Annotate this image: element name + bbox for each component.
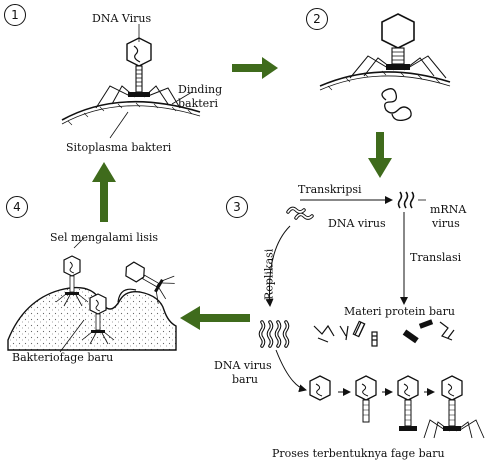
assembly-arrow [275, 349, 307, 393]
arrow-1-to-2 [232, 57, 278, 79]
lysed-cell [7, 286, 177, 351]
bacterial-wall-1 [61, 100, 201, 121]
escaping-phage-2 [81, 293, 115, 345]
assembly-stage-2 [355, 375, 377, 423]
label-dna-virus: DNA Virus [92, 12, 152, 25]
arrow-2-to-3 [368, 132, 392, 178]
label-sitoplasma-bakteri: Sitoplasma bakteri [66, 141, 172, 154]
label-dinding-line1: Dinding [178, 83, 223, 96]
label-proses-terbentuknya: Proses terbentuknya fage baru [272, 447, 445, 460]
label-dna-virus-baru-line2: baru [232, 373, 258, 386]
panel-1-attachment [61, 24, 201, 139]
new-viral-dna [258, 320, 290, 348]
replication-arrow [265, 225, 291, 307]
label-mrna-line1: mRNA [430, 203, 467, 216]
label-dinding-line2: bakteri [178, 97, 218, 110]
phage-assembly-row [309, 375, 485, 439]
escaping-phage-3 [125, 261, 175, 304]
mrna-strands [397, 191, 415, 209]
escaping-phage-1 [55, 255, 89, 307]
step-number-2: 2 [306, 8, 328, 30]
arrow-3-to-4 [180, 306, 250, 330]
assembly-stage-4 [423, 375, 485, 439]
step-number-4: 4 [6, 196, 28, 218]
assembly-stage-1 [309, 375, 331, 401]
step-number-3: 3 [226, 196, 248, 218]
phage-virus-2 [349, 13, 447, 79]
assembly-stage-3 [397, 375, 419, 431]
bacterial-wall-2 [319, 71, 451, 87]
label-translasi: Translasi [410, 251, 462, 264]
label-dna-virus-small: DNA virus [328, 217, 386, 230]
label-replikasi: Replikasi [262, 248, 276, 300]
new-proteins [313, 319, 455, 347]
panel-4-lysis [7, 237, 177, 353]
label-transkripsi: Transkripsi [298, 183, 362, 196]
label-mrna-line2: virus [432, 217, 460, 230]
viral-dna-3 [286, 206, 314, 220]
arrow-4-to-1 [92, 162, 116, 222]
green-arrows [92, 57, 392, 330]
label-bakteriofage-baru: Bakteriofage baru [12, 351, 114, 364]
label-materi-protein-baru: Materi protein baru [344, 305, 455, 318]
injected-dna-2 [381, 88, 412, 122]
step-number-1: 1 [4, 4, 26, 26]
label-sel-mengalami-lisis: Sel mengalami lisis [50, 231, 159, 244]
panel-3-replication [258, 191, 485, 439]
phage-virus-1 [95, 24, 181, 109]
label-dna-virus-baru-line1: DNA virus [214, 359, 272, 372]
panel-2-injection [319, 13, 451, 122]
